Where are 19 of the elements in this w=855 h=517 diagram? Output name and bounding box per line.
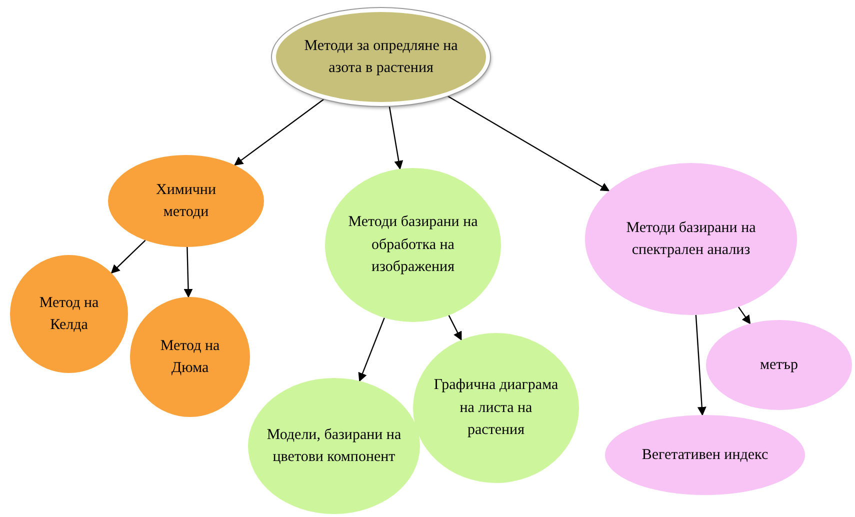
node-label: Модели, базирани на цветови компонент: [266, 426, 402, 467]
node-label: Метод на Дюма: [159, 336, 221, 378]
node-label: Графична диаграма на листа на растения: [433, 376, 559, 440]
arrow: [388, 106, 404, 170]
node-label: Метод на Келда: [38, 294, 100, 335]
node-label: Химични методи: [155, 180, 217, 222]
node-label: Методи за опредляне на азота в растения: [303, 36, 459, 78]
node-label: Методи базирани на обработка на изображения: [347, 213, 479, 278]
arrow: [358, 318, 385, 382]
arrow: [446, 95, 610, 192]
arrow: [738, 306, 751, 324]
arrow: [695, 314, 706, 416]
arrow: [448, 315, 462, 341]
node-label: метър: [760, 356, 798, 375]
arrow: [234, 98, 325, 166]
arrow: [110, 240, 146, 274]
node-label: Методи базирани на спектрален анализ: [625, 218, 757, 260]
node-label: Вегетативен индекс: [642, 446, 768, 465]
arrow: [184, 246, 193, 298]
